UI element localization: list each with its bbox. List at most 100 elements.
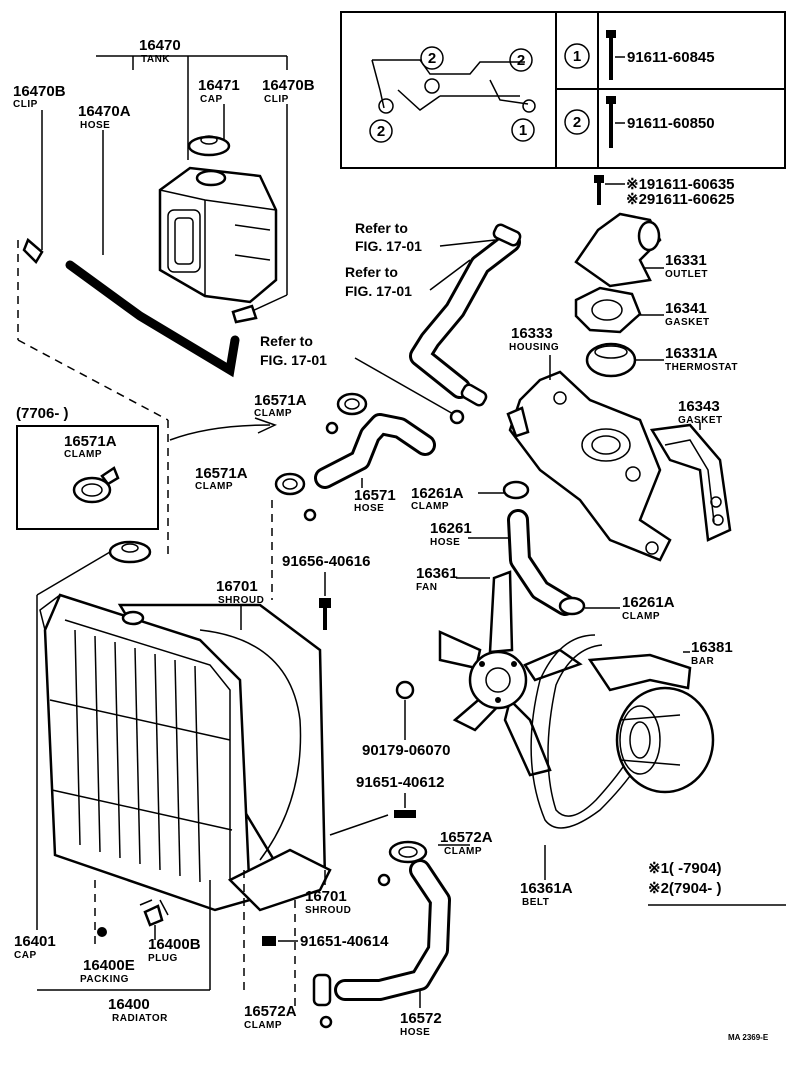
drive-belt xyxy=(530,634,651,829)
shroud-bolt-side xyxy=(394,810,416,818)
belt-part-number: 16361A xyxy=(520,880,573,897)
clamp-detail xyxy=(72,476,112,504)
fan-blade xyxy=(438,630,482,670)
reservoir-tank xyxy=(158,166,278,304)
bolt-616-part-number: 91656-40616 xyxy=(282,553,370,570)
radiator-group: 16401 CAP 16701 SHROUD 16400E PACKING 16… xyxy=(14,240,389,1024)
gasket-part-number: 16341 xyxy=(665,300,707,317)
clip-right xyxy=(231,304,258,324)
tank-label: TANK xyxy=(141,54,170,65)
shroud-label: SHROUD xyxy=(218,595,264,606)
clamp2-label: CLAMP xyxy=(195,481,233,492)
thermostat xyxy=(585,342,637,378)
hose261-label: HOSE xyxy=(430,537,460,548)
bolt-hole xyxy=(378,98,394,114)
hose571-part-number: 16571 xyxy=(354,487,396,504)
outlet-bolt-b: ※291611-60625 xyxy=(626,191,735,208)
bolt-legend-box: 2 2 2 1 1 2 91611-60845 91611-60850 xyxy=(340,11,786,169)
bypass-clamp-bottom xyxy=(460,383,488,407)
callout-2-top xyxy=(420,46,444,70)
bolt-612-part-number: 91651-40612 xyxy=(356,774,444,791)
callout-2-right xyxy=(509,48,533,72)
drain-plug xyxy=(143,904,164,927)
lower-clamp-bottom xyxy=(312,973,332,1007)
clamp261-part-number: 16261A xyxy=(411,485,464,502)
fan-blade xyxy=(503,697,552,777)
outlet-bolt-a: ※191611-60635 xyxy=(626,176,735,193)
clamp572b-part-number: 16572A xyxy=(244,1003,297,1020)
clamp1-part-number: 16571A xyxy=(254,392,307,409)
clip-right-label: CLIP xyxy=(264,94,289,105)
refer-fig-2: FIG. 17-01 xyxy=(345,283,412,299)
outlet-part-number: 16331 xyxy=(665,252,707,269)
clamp-box-part-number: 16571A xyxy=(64,433,117,450)
belt-label: BELT xyxy=(522,897,549,908)
refer-fig-3: FIG. 17-01 xyxy=(260,352,327,368)
hose-a-part-number: 16470A xyxy=(78,103,131,120)
bolt-2-part-number: 91611-60850 xyxy=(627,115,715,132)
clamp-box-label: CLAMP xyxy=(64,449,102,460)
clamp2-part-number: 16571A xyxy=(195,465,248,482)
fan-label: FAN xyxy=(416,582,438,593)
refer-to-1: Refer to xyxy=(355,220,408,236)
pump-clamp-top xyxy=(502,480,530,500)
thermostat-group: ※191611-60635 ※291611-60625 16331 OUTLET… xyxy=(508,175,737,562)
housing-label: HOUSING xyxy=(509,342,559,353)
hose572-label: HOSE xyxy=(400,1027,430,1038)
outlet-label: OUTLET xyxy=(665,269,708,280)
legend-callout-2 xyxy=(564,109,590,135)
clamp261-label: CLAMP xyxy=(411,501,449,512)
outlet-bolt xyxy=(597,183,601,205)
clamp261b-part-number: 16261A xyxy=(622,594,675,611)
upper-hose-group: (7706- ) 16571A CLAMP 16571A CLAMP 16571… xyxy=(16,392,436,530)
radiator-part-number: 16400 xyxy=(108,996,150,1013)
tank-part-number: 16470 xyxy=(139,37,181,54)
housing-gasket-part-number: 16343 xyxy=(678,398,720,415)
fan-blade xyxy=(488,570,514,654)
adjusting-bar xyxy=(587,653,692,692)
clip-left xyxy=(22,237,44,265)
bolt-1-part-number: 91611-60845 xyxy=(627,49,715,66)
upper-clamp-top xyxy=(336,392,368,416)
nut-part-number: 90179-06070 xyxy=(362,742,450,759)
shroud-bolt-lower xyxy=(262,936,276,946)
clamp-detail-box xyxy=(16,425,159,530)
radiator-filler-neck xyxy=(121,610,145,626)
shroud2-part-number: 16701 xyxy=(305,888,347,905)
callout-2-right-text: 2 xyxy=(517,52,525,69)
callout-1-text: 1 xyxy=(519,122,527,139)
legend-callout-1-text: 1 xyxy=(573,48,581,65)
drain-packing xyxy=(97,927,107,937)
overflow-hose xyxy=(65,260,240,378)
clamp572-part-number: 16572A xyxy=(440,829,493,846)
bracket-sketch xyxy=(371,59,529,111)
radiator-label: RADIATOR xyxy=(112,1013,168,1024)
cap401-label: CAP xyxy=(14,950,37,961)
bolt-2-head xyxy=(606,96,616,104)
plug-part-number: 16400B xyxy=(148,936,201,953)
date-range: (7706- ) xyxy=(16,405,69,422)
refer-fig-1: FIG. 17-01 xyxy=(355,238,422,254)
note-1: ※1( -7904) xyxy=(648,860,721,877)
figure-code: MA 2369-E xyxy=(728,1033,769,1042)
shroud-part-number: 16701 xyxy=(216,578,258,595)
clip-right-part-number: 16470B xyxy=(262,77,315,94)
refer-to-2: Refer to xyxy=(345,264,398,280)
clamp1-label: CLAMP xyxy=(254,408,292,419)
bypass-hose-group: Refer to FIG. 17-01 Refer to FIG. 17-01 … xyxy=(260,220,530,438)
bypass-clamp-top xyxy=(492,223,522,247)
bolt-1-shank xyxy=(609,38,613,80)
callout-2-left-text: 2 xyxy=(377,123,385,140)
bolt-hole xyxy=(522,99,536,113)
cap401-part-number: 16401 xyxy=(14,933,56,950)
fan-belt-group: 16261A CLAMP 16261 HOSE 16261A CLAMP 163… xyxy=(411,480,786,908)
bolt-hole xyxy=(424,78,440,94)
thermostat-housing xyxy=(508,370,672,562)
note-2: ※2(7904- ) xyxy=(648,880,721,897)
gasket-label: GASKET xyxy=(665,317,710,328)
lower-hose-group: 16572A CLAMP 16572A CLAMP 16572 HOSE xyxy=(244,829,493,1038)
hose571-label: HOSE xyxy=(354,503,384,514)
tank-neck xyxy=(195,169,227,187)
